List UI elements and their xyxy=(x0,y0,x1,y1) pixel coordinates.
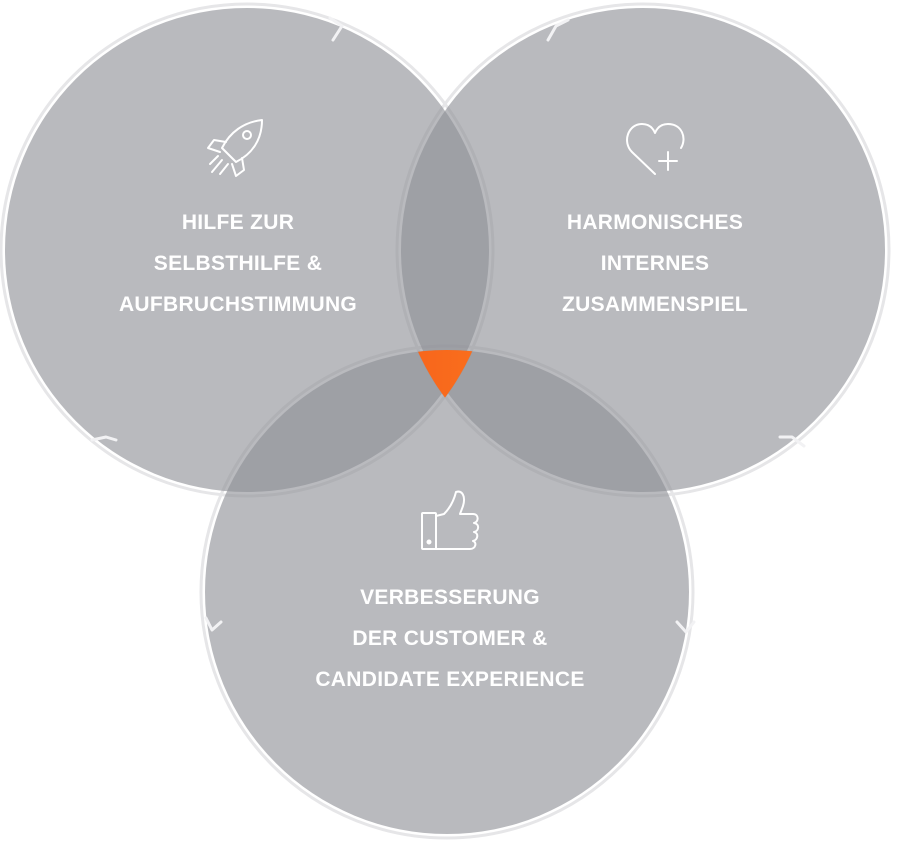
arrow-top-left-icon xyxy=(328,16,344,42)
circle-bottom xyxy=(205,350,689,834)
heart-plus-icon xyxy=(626,123,685,175)
label-line: AUFBRUCHSTIMMUNG xyxy=(118,293,358,316)
label-line: ZUSAMMENSPIEL xyxy=(562,293,748,316)
label-line: CANDIDATE EXPERIENCE xyxy=(315,668,585,691)
ring-arrows xyxy=(90,16,806,634)
label-line: HILFE ZUR xyxy=(181,211,295,234)
label-line: SELBSTHILFE & xyxy=(153,252,323,275)
arrow-bottom-right-icon xyxy=(675,620,696,634)
arrow-right-icon xyxy=(778,435,806,448)
thumbs-up-icon xyxy=(421,490,480,550)
arrow-left-icon xyxy=(90,435,118,442)
label-line: HARMONISCHES xyxy=(566,211,744,234)
arrow-top-right-icon xyxy=(546,18,570,42)
label-experience: VERBESSERUNG DER CUSTOMER & CANDIDATE EX… xyxy=(280,577,620,700)
label-line: DER CUSTOMER & xyxy=(352,627,548,650)
label-zusammenspiel: HARMONISCHES INTERNES ZUSAMMENSPIEL xyxy=(505,202,805,325)
label-line: VERBESSERUNG xyxy=(360,586,540,609)
arrow-bottom-left-icon xyxy=(204,616,223,632)
label-selbsthilfe: HILFE ZUR SELBSTHILFE & AUFBRUCHSTIMMUNG xyxy=(88,202,388,325)
rocket-icon xyxy=(207,119,263,177)
label-line: INTERNES xyxy=(600,252,710,275)
